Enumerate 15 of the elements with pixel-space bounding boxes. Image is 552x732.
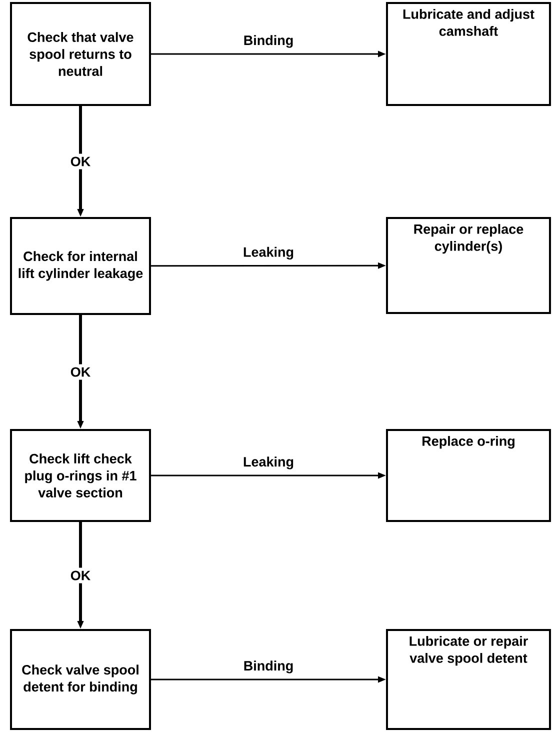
edge-label: OK xyxy=(67,364,94,380)
check-box: Check lift check plug o-rings in #1 valve section xyxy=(10,429,151,522)
edge-label: OK xyxy=(67,568,94,584)
edge-label: Binding xyxy=(244,35,293,48)
action-box: Lubricate or repair valve spool detent xyxy=(386,629,551,730)
action-box: Repair or replace cylinder(s) xyxy=(386,217,551,314)
edge-label: Leaking xyxy=(244,456,294,470)
check-box: Check valve spool detent for binding xyxy=(10,629,151,730)
check-box: Check for internal lift cylinder leakage xyxy=(10,217,151,315)
edge-label: Leaking xyxy=(244,246,294,260)
action-box: Lubricate and adjust camshaft xyxy=(386,2,551,106)
action-box: Replace o-ring xyxy=(386,429,551,522)
check-box: Check that valve spool returns to neutral xyxy=(10,2,151,106)
edge-label: OK xyxy=(67,154,94,170)
edge-label: Binding xyxy=(244,660,293,674)
